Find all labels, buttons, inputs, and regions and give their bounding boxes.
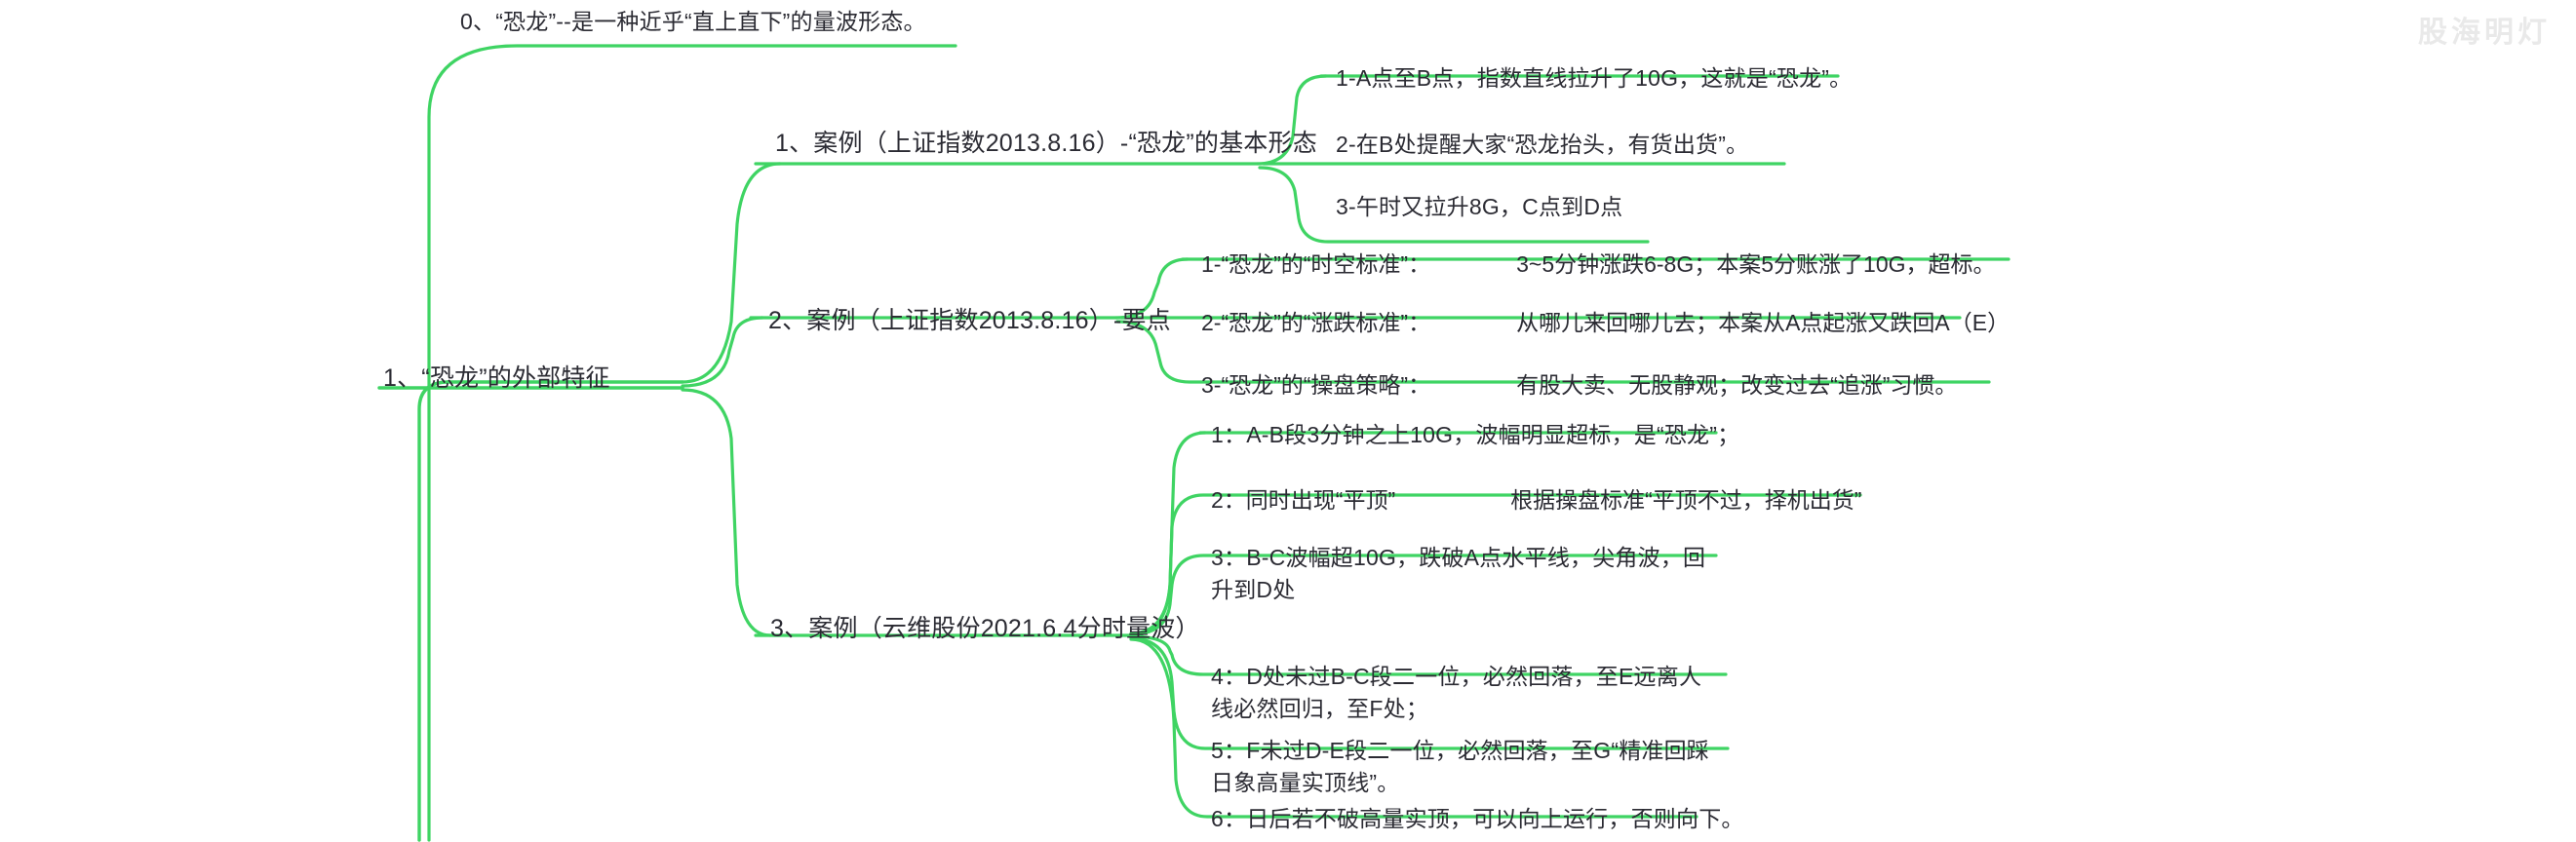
node-branch-2-child-1-tail: 3~5分钟涨跌6-8G；本案5分账涨了10G，超标。 — [1516, 251, 1996, 277]
edge-branch-3-riser-up — [1129, 431, 1207, 637]
node-branch-3[interactable]: 3、案例（云维股份2021.6.4分时量波） — [770, 615, 1200, 642]
node-branch-3-child-4[interactable]: 4：D处未过B-C段二一位，必然回落，至E远离人线必然回归，至F处； — [1211, 664, 1702, 721]
node-branch-3-child-1[interactable]: 1：A-B段3分钟之上10G，波幅明显超标，是“恐龙”； — [1211, 422, 1740, 447]
node-branch-3-child-2-tail: 根据操盘标准“平顶不过，择机出货” — [1510, 487, 1862, 513]
node-branch-2-child-1-lead: 1-“恐龙”的“时空标准”： — [1201, 251, 1431, 277]
node-branch-2-child-3-tail: 有股大卖、无股静观；改变过去“追涨”习惯。 — [1516, 372, 1958, 398]
edge-note-top — [427, 44, 957, 842]
edge-root-trunk — [417, 380, 684, 842]
node-branch-3-child-2[interactable]: 2：同时出现“平顶” 根据操盘标准“平顶不过，择机出货” — [1211, 481, 1913, 515]
node-branch-2-child-3-lead: 3-“恐龙”的“操盘策略”： — [1201, 372, 1431, 398]
watermark: 股海明灯 — [2418, 17, 2551, 49]
node-branch-1[interactable]: 1、案例（上证指数2013.8.16）-“恐龙”的基本形态 — [775, 130, 1317, 157]
node-branch-1-child-1[interactable]: 1-A点至B点，指数直线拉升了10G，这就是“恐龙”。 — [1336, 65, 1853, 91]
node-branch-2-child-3[interactable]: 3-“恐龙”的“操盘策略”： 有股大卖、无股静观；改变过去“追涨”习惯。 — [1201, 366, 2079, 400]
node-branch-2-child-2[interactable]: 2-“恐龙”的“涨跌标准”： 从哪儿来回哪儿去；本案从A点起涨又跌回A（E） — [1201, 304, 2079, 337]
edge-to-branch-2 — [681, 316, 764, 388]
edge-to-branch-1 — [681, 162, 782, 384]
node-branch-2[interactable]: 2、案例（上证指数2013.8.16）-要点 — [768, 307, 1171, 334]
node-branch-3-child-3[interactable]: 3：B-C波幅超10G，跌破A点水平线，尖角波，回升到D处 — [1211, 545, 1706, 602]
node-branch-2-child-1[interactable]: 1-“恐龙”的“时空标准”： 3~5分钟涨跌6-8G；本案5分账涨了10G，超标… — [1201, 246, 2079, 279]
node-branch-3-child-6[interactable]: 6：日后若不破高量实顶，可以向上运行，否则向下。 — [1211, 806, 1744, 831]
node-branch-3-child-2-lead: 2：同时出现“平顶” — [1211, 487, 1396, 513]
node-branch-1-child-3[interactable]: 3-午时又拉升8G，C点到D点 — [1336, 194, 1623, 219]
node-branch-3-child-5[interactable]: 5：F未过D-E段二一位，必然回落，至G“精准回踩日象高量实顶线”。 — [1211, 738, 1709, 795]
node-root[interactable]: 1、“恐龙”的外部特征 — [383, 364, 610, 392]
node-note-top[interactable]: 0、“恐龙”--是一种近乎“直上直下”的量波形态。 — [460, 9, 926, 34]
edge-to-branch-3 — [681, 388, 772, 637]
node-branch-2-child-2-lead: 2-“恐龙”的“涨跌标准”： — [1201, 310, 1431, 335]
node-branch-2-child-2-tail: 从哪儿来回哪儿去；本案从A点起涨又跌回A（E） — [1516, 310, 2010, 335]
node-branch-1-child-2[interactable]: 2-在B处提醒大家“恐龙抬头，有货出货”。 — [1336, 132, 1749, 157]
